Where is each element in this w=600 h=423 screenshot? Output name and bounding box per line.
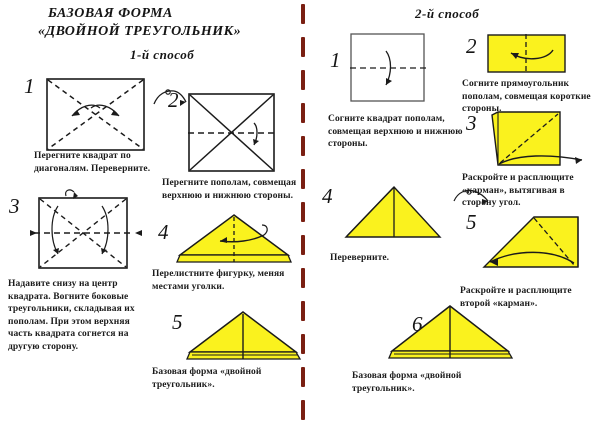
figure-m2-step-5	[482, 215, 594, 275]
method-1-heading: 1-й способ	[130, 47, 195, 62]
step-number-m2-5: 5	[466, 210, 477, 234]
step-number-m1-5: 5	[172, 310, 183, 334]
column-divider	[301, 4, 305, 420]
caption-m1-step-1: Перегните квадрат по диагоналям. Перевер…	[34, 151, 151, 174]
caption-m1-step-4: Перелистните фигурку, меняя местами угол…	[152, 269, 285, 292]
step-number-m2-1: 1	[330, 48, 341, 72]
caption-m2-step-3: Раскройте и расплющите «карман», вытягив…	[462, 173, 574, 209]
figure-m1-step-2	[188, 93, 276, 173]
figure-m2-step-2	[487, 34, 567, 74]
figure-m1-step-5	[186, 310, 304, 362]
figure-m2-step-6	[388, 303, 520, 361]
caption-m2-step-4: Переверните.	[330, 253, 390, 263]
figure-m1-step-3	[30, 189, 148, 272]
caption-m1-step-2: Перегните пополам, совмещая верхнюю и ни…	[162, 178, 297, 201]
figure-m1-step-1	[46, 78, 146, 152]
figure-m2-step-1	[350, 33, 426, 103]
flip-arrow-m1-1to2	[152, 88, 192, 110]
step-number-m1-2: 2	[168, 88, 179, 112]
step-number-m2-6: 6	[412, 312, 423, 336]
step-number-m2-3: 3	[466, 111, 477, 135]
figure-m2-step-3	[488, 110, 596, 170]
caption-m2-step-6: Базовая форма «двойной треугольник».	[352, 371, 462, 394]
figure-m1-step-4	[176, 213, 294, 265]
flip-arrow-m2-3to4	[452, 188, 494, 210]
page-title-line-1: БАЗОВАЯ ФОРМА	[48, 6, 173, 21]
caption-m1-step-3: Надавите снизу на центр квадрата. Вогнит…	[8, 279, 135, 352]
page-title-line-2: «ДВОЙНОЙ ТРЕУГОЛЬНИК»	[38, 24, 242, 39]
step-number-m2-2: 2	[466, 34, 477, 58]
step-number-m1-3: 3	[9, 194, 20, 218]
step-number-m2-4: 4	[322, 184, 333, 208]
caption-m2-step-5: Раскройте и расплющите второй «карман».	[460, 286, 572, 309]
figure-m2-step-4	[344, 185, 444, 243]
caption-m2-step-1: Согните квадрат пополам, совмещая верхню…	[328, 114, 463, 150]
step-number-m1-4: 4	[158, 220, 169, 244]
method-2-heading: 2-й способ	[415, 6, 480, 21]
caption-m1-step-5: Базовая форма «двойной треугольник».	[152, 367, 262, 390]
caption-m2-step-2: Согните прямоугольник пополам, совмещая …	[462, 79, 591, 115]
step-number-m1-1: 1	[24, 74, 35, 98]
